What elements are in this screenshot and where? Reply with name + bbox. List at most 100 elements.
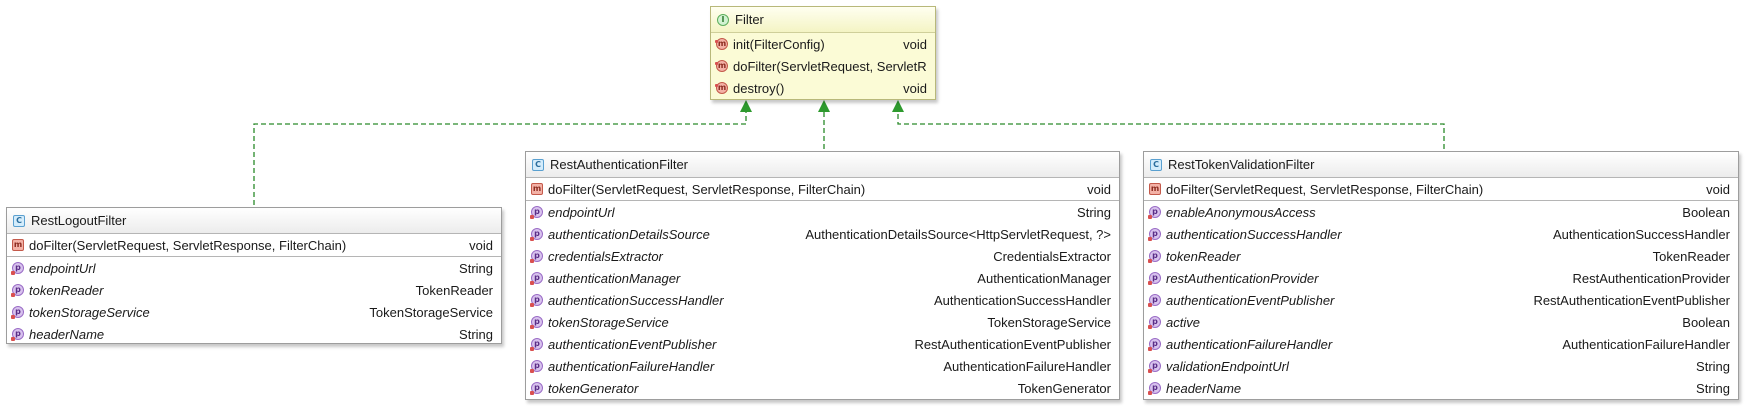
field-type: CredentialsExtractor — [993, 248, 1111, 264]
property-icon: p — [530, 316, 543, 329]
field-row[interactable]: p endpointUrl String — [526, 201, 1119, 223]
arrowhead-logout — [740, 100, 752, 112]
filter-interface-box[interactable]: I Filter m init(FilterConfig) void m doF… — [710, 6, 936, 100]
property-icon: p — [530, 382, 543, 395]
field-row[interactable]: p validationEndpointUrl String — [1144, 355, 1738, 377]
field-name: validationEndpointUrl — [1166, 358, 1289, 374]
property-icon: p — [530, 294, 543, 307]
field-type: String — [459, 260, 493, 276]
auth-methods: m doFilter(ServletRequest, ServletRespon… — [526, 178, 1119, 201]
arrowhead-auth — [818, 100, 830, 112]
field-row[interactable]: p tokenStorageService TokenStorageServic… — [526, 311, 1119, 333]
field-name: authenticationEventPublisher — [548, 336, 717, 352]
property-icon: p — [11, 284, 24, 297]
field-name: authenticationSuccessHandler — [1166, 226, 1342, 242]
field-name: authenticationEventPublisher — [1166, 292, 1335, 308]
field-row[interactable]: p authenticationSuccessHandler Authentic… — [1144, 223, 1738, 245]
edge-validation-to-filter — [897, 102, 1445, 149]
field-row[interactable]: p authenticationManager AuthenticationMa… — [526, 267, 1119, 289]
method-row[interactable]: m init(FilterConfig) void — [711, 33, 935, 55]
field-type: Boolean — [1682, 204, 1730, 220]
field-name: restAuthenticationProvider — [1166, 270, 1319, 286]
property-icon: p — [530, 206, 543, 219]
field-name: authenticationSuccessHandler — [548, 292, 724, 308]
field-row[interactable]: p authenticationEventPublisher RestAuthe… — [526, 333, 1119, 355]
method-row[interactable]: m doFilter(ServletRequest, ServletRespon… — [1144, 178, 1738, 200]
rest-token-validation-filter-box[interactable]: C RestTokenValidationFilter m doFilter(S… — [1143, 151, 1739, 400]
edge-arrowheads — [740, 100, 904, 112]
field-row[interactable]: p active Boolean — [1144, 311, 1738, 333]
interface-icon: I — [717, 13, 729, 26]
method-row[interactable]: m doFilter(ServletRequest, ServletRespon… — [526, 178, 1119, 200]
field-row[interactable]: p tokenReader TokenReader — [1144, 245, 1738, 267]
edge-lines — [253, 102, 1445, 205]
abstract-method-icon: m — [715, 60, 728, 72]
field-type: AuthenticationFailureHandler — [943, 358, 1111, 374]
auth-header: C RestAuthenticationFilter — [526, 152, 1119, 178]
method-icon: m — [12, 239, 24, 251]
field-type: String — [1696, 380, 1730, 396]
property-icon: p — [530, 360, 543, 373]
property-icon: p — [1148, 294, 1161, 307]
method-row[interactable]: m doFilter(ServletRequest, ServletR — [711, 55, 935, 77]
rest-logout-filter-box[interactable]: C RestLogoutFilter m doFilter(ServletReq… — [6, 207, 502, 344]
field-row[interactable]: p authenticationSuccessHandler Authentic… — [526, 289, 1119, 311]
method-name: doFilter(ServletRequest, ServletR — [733, 58, 927, 74]
field-row[interactable]: p tokenGenerator TokenGenerator — [526, 377, 1119, 399]
filter-header: I Filter — [711, 7, 935, 33]
field-type: TokenGenerator — [1017, 380, 1111, 396]
property-icon: p — [530, 250, 543, 263]
method-name: init(FilterConfig) — [733, 36, 825, 52]
logout-header: C RestLogoutFilter — [7, 208, 501, 234]
validation-title: RestTokenValidationFilter — [1168, 157, 1315, 172]
method-name: doFilter(ServletRequest, ServletResponse… — [29, 237, 347, 253]
field-name: credentialsExtractor — [548, 248, 663, 264]
property-icon: p — [11, 262, 24, 275]
field-name: enableAnonymousAccess — [1166, 204, 1316, 220]
method-return-type: void — [903, 36, 927, 52]
method-row[interactable]: m doFilter(ServletRequest, ServletRespon… — [7, 234, 501, 256]
field-name: tokenStorageService — [29, 304, 150, 320]
field-row[interactable]: p authenticationFailureHandler Authentic… — [1144, 333, 1738, 355]
logout-methods: m doFilter(ServletRequest, ServletRespon… — [7, 234, 501, 257]
property-icon: p — [11, 306, 24, 319]
field-row[interactable]: p enableAnonymousAccess Boolean — [1144, 201, 1738, 223]
filter-title: Filter — [735, 12, 764, 27]
method-return-type: void — [1706, 181, 1730, 197]
property-icon: p — [11, 328, 24, 341]
validation-fields: p enableAnonymousAccess Boolean p authen… — [1144, 201, 1738, 399]
field-name: endpointUrl — [29, 260, 96, 276]
field-type: TokenStorageService — [987, 314, 1111, 330]
field-row[interactable]: p headerName String — [7, 323, 501, 343]
property-icon: p — [1148, 228, 1161, 241]
field-name: authenticationFailureHandler — [1166, 336, 1333, 352]
field-name: tokenStorageService — [548, 314, 669, 330]
field-row[interactable]: p tokenStorageService TokenStorageServic… — [7, 301, 501, 323]
method-name: doFilter(ServletRequest, ServletResponse… — [548, 181, 866, 197]
method-name: destroy() — [733, 80, 785, 96]
field-type: AuthenticationManager — [977, 270, 1111, 286]
field-row[interactable]: p headerName String — [1144, 377, 1738, 399]
method-name: doFilter(ServletRequest, ServletResponse… — [1166, 181, 1484, 197]
property-icon: p — [1148, 360, 1161, 373]
field-row[interactable]: p authenticationFailureHandler Authentic… — [526, 355, 1119, 377]
field-row[interactable]: p endpointUrl String — [7, 257, 501, 279]
auth-title: RestAuthenticationFilter — [550, 157, 689, 172]
class-icon: C — [13, 214, 25, 227]
auth-fields: p endpointUrl String p authenticationDet… — [526, 201, 1119, 399]
field-row[interactable]: p credentialsExtractor CredentialsExtrac… — [526, 245, 1119, 267]
method-row[interactable]: m destroy() void — [711, 77, 935, 99]
field-type: AuthenticationSuccessHandler — [1552, 226, 1730, 242]
rest-authentication-filter-box[interactable]: C RestAuthenticationFilter m doFilter(Se… — [525, 151, 1120, 400]
field-row[interactable]: p authenticationEventPublisher RestAuthe… — [1144, 289, 1738, 311]
field-type: String — [1077, 204, 1111, 220]
property-icon: p — [1148, 316, 1161, 329]
field-row[interactable]: p tokenReader TokenReader — [7, 279, 501, 301]
property-icon: p — [1148, 206, 1161, 219]
field-row[interactable]: p authenticationDetailsSource Authentica… — [526, 223, 1119, 245]
field-name: tokenReader — [1166, 248, 1241, 264]
validation-header: C RestTokenValidationFilter — [1144, 152, 1738, 178]
field-row[interactable]: p restAuthenticationProvider RestAuthent… — [1144, 267, 1738, 289]
arrowhead-validation — [892, 100, 904, 112]
